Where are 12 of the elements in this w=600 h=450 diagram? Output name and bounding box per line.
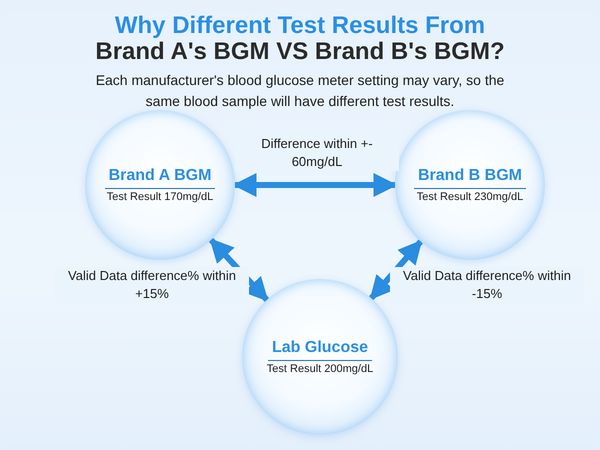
subtitle: Each manufacturer's blood glucose meter setting may vary, so the same blood sample will have different test results.	[94, 71, 506, 111]
test-result: Test Result 230mg/dL	[416, 191, 524, 203]
test-result: Test Result 200mg/dL	[266, 363, 374, 375]
double-arrow	[232, 173, 398, 197]
double-arrow	[208, 238, 270, 302]
test-result: Test Result 170mg/dL	[106, 191, 214, 203]
title: Brand A's BGM VS Brand B's BGM?	[95, 38, 505, 65]
node-title: Lab Glucose	[268, 339, 372, 361]
node-title: Brand A BGM	[104, 167, 216, 189]
title: Why Different Test Results From	[114, 12, 486, 39]
double-arrow	[369, 240, 423, 300]
node-title: Brand B BGM	[414, 167, 526, 189]
